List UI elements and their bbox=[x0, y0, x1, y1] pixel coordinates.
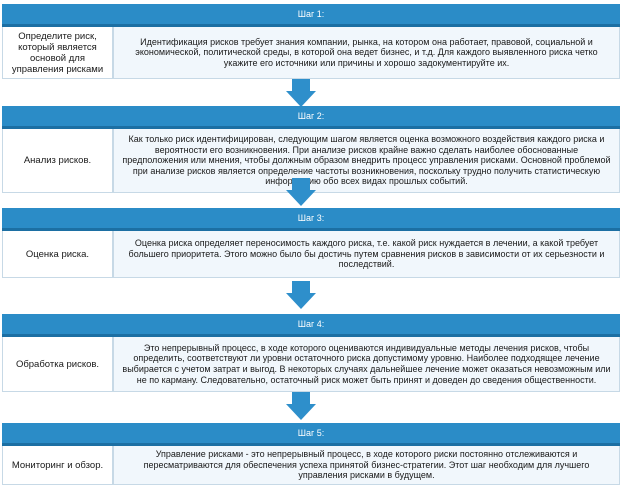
step-2-description: Как только риск идентифицирован, следующ… bbox=[113, 129, 620, 193]
step-4-description: Это непрерывный процесс, в ходе которого… bbox=[113, 337, 620, 392]
step-3-header: Шаг 3: bbox=[2, 208, 620, 231]
step-1-name: Определите риск, который является осново… bbox=[2, 27, 113, 79]
step-5-name: Мониторинг и обзор. bbox=[2, 446, 113, 485]
step-3-description: Оценка риска определяет переносимость ка… bbox=[113, 231, 620, 278]
down-arrow-icon bbox=[286, 392, 316, 420]
step-3-name: Оценка риска. bbox=[2, 231, 113, 278]
step-4-name: Обработка рисков. bbox=[2, 337, 113, 392]
step-1-header: Шаг 1: bbox=[2, 4, 620, 27]
step-5-description: Управление рисками - это непрерывный про… bbox=[113, 446, 620, 485]
step-5-header: Шаг 5: bbox=[2, 423, 620, 446]
down-arrow-icon bbox=[286, 281, 316, 309]
down-arrow-icon bbox=[286, 79, 316, 107]
step-4-header: Шаг 4: bbox=[2, 314, 620, 337]
step-2-name: Анализ рисков. bbox=[2, 129, 113, 193]
step-2-header: Шаг 2: bbox=[2, 106, 620, 129]
step-1-description: Идентификация рисков требует знания комп… bbox=[113, 27, 620, 79]
down-arrow-icon bbox=[286, 178, 316, 206]
